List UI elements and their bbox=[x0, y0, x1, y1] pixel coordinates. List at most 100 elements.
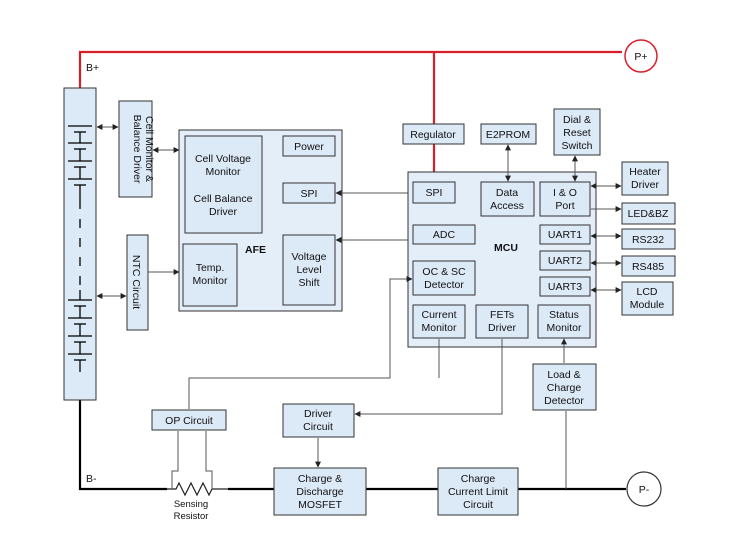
svg-text:E2PROM: E2PROM bbox=[486, 129, 530, 141]
svg-text:Data: Data bbox=[496, 187, 518, 199]
svg-text:Current: Current bbox=[421, 309, 456, 321]
mcu-fets-driver: FETs Driver bbox=[475, 304, 529, 339]
heater-driver: Heater Driver bbox=[621, 161, 669, 196]
svg-text:Switch: Switch bbox=[562, 140, 593, 152]
svg-text:Driver: Driver bbox=[488, 322, 517, 334]
fets-to-driver-link bbox=[354, 339, 503, 417]
svg-text:Dial &: Dial & bbox=[563, 114, 591, 126]
svg-text:Status: Status bbox=[549, 309, 579, 321]
afe-spi: SPI bbox=[282, 182, 336, 204]
battery-stack bbox=[63, 87, 97, 401]
svg-text:Regulator: Regulator bbox=[410, 129, 456, 141]
op-to-oc-sc-link bbox=[188, 276, 413, 409]
rs485: RS485 bbox=[621, 255, 676, 277]
afe-cell-block: Cell Voltage Monitor Cell Balance Driver bbox=[184, 135, 263, 234]
svg-text:OC & SC: OC & SC bbox=[422, 266, 466, 278]
svg-text:RS232: RS232 bbox=[632, 234, 664, 246]
svg-text:Monitor: Monitor bbox=[205, 166, 241, 178]
svg-text:Temp.: Temp. bbox=[196, 262, 225, 274]
cell-monitor-block: Cell Monitor & Balance Driver bbox=[118, 100, 155, 198]
svg-text:Monitor: Monitor bbox=[546, 322, 582, 334]
pplus-terminal: P+ bbox=[624, 39, 658, 73]
mcu-title: MCU bbox=[494, 242, 518, 254]
op-circuit: OP Circuit bbox=[151, 409, 227, 431]
svg-text:Heater: Heater bbox=[629, 166, 661, 178]
svg-text:Resistor: Resistor bbox=[174, 511, 209, 522]
svg-text:ADC: ADC bbox=[433, 229, 456, 241]
svg-text:Voltage: Voltage bbox=[291, 251, 326, 263]
mcu-adc: ADC bbox=[412, 224, 476, 245]
dial-reset-switch: Dial & Reset Switch bbox=[553, 108, 601, 156]
svg-text:Current Limit: Current Limit bbox=[448, 486, 508, 498]
svg-text:MOSFET: MOSFET bbox=[298, 499, 342, 511]
charge-discharge-mosfet: Charge & Discharge MOSFET bbox=[273, 467, 367, 516]
svg-text:Access: Access bbox=[490, 200, 524, 212]
load-charge-detector: Load & Charge Detector bbox=[532, 363, 597, 411]
afe-title: AFE bbox=[245, 244, 266, 256]
svg-text:FETs: FETs bbox=[490, 309, 514, 321]
svg-text:Discharge: Discharge bbox=[296, 486, 343, 498]
bminus-label: B- bbox=[86, 473, 97, 485]
svg-text:Charge: Charge bbox=[547, 382, 582, 394]
svg-text:P+: P+ bbox=[634, 51, 647, 63]
svg-text:Balance Driver: Balance Driver bbox=[131, 115, 143, 184]
afe-temp-monitor: Temp. Monitor bbox=[182, 243, 238, 307]
svg-text:Monitor: Monitor bbox=[192, 275, 228, 287]
svg-text:Cell Voltage: Cell Voltage bbox=[195, 153, 251, 165]
svg-text:Shift: Shift bbox=[298, 277, 319, 289]
svg-text:UART3: UART3 bbox=[548, 281, 582, 293]
svg-text:Module: Module bbox=[630, 299, 665, 311]
svg-text:Cell Monitor &: Cell Monitor & bbox=[143, 116, 155, 182]
svg-text:Reset: Reset bbox=[563, 127, 591, 139]
mcu-uart2: UART2 bbox=[539, 250, 591, 271]
mcu-uart1: UART1 bbox=[539, 224, 591, 245]
svg-text:Sensing: Sensing bbox=[174, 499, 208, 510]
bplus-label: B+ bbox=[86, 62, 99, 74]
svg-text:LED&BZ: LED&BZ bbox=[628, 208, 669, 220]
svg-text:Charge: Charge bbox=[461, 473, 496, 485]
mcu-uart3: UART3 bbox=[539, 276, 591, 297]
pminus-terminal: P- bbox=[626, 471, 662, 507]
sensing-resistor: Sensing Resistor bbox=[167, 431, 228, 522]
svg-text:NTC Circuit: NTC Circuit bbox=[130, 255, 142, 309]
bplus-rail bbox=[78, 50, 622, 135]
svg-text:SPI: SPI bbox=[301, 188, 318, 200]
svg-text:Circuit: Circuit bbox=[303, 421, 333, 433]
svg-text:SPI: SPI bbox=[426, 187, 443, 199]
svg-text:UART1: UART1 bbox=[548, 229, 582, 241]
svg-text:UART2: UART2 bbox=[548, 255, 582, 267]
svg-text:I & O: I & O bbox=[553, 187, 577, 199]
svg-text:Driver: Driver bbox=[631, 179, 660, 191]
afe-level-shift: Voltage Level Shift bbox=[282, 234, 336, 306]
led-bz: LED&BZ bbox=[621, 202, 676, 225]
lcd-module: LCD Module bbox=[621, 281, 674, 316]
svg-text:Monitor: Monitor bbox=[421, 322, 457, 334]
svg-text:Detector: Detector bbox=[544, 395, 584, 407]
svg-text:Level: Level bbox=[296, 264, 321, 276]
mcu-io-port: I & O Port bbox=[539, 181, 591, 217]
svg-text:OP Circuit: OP Circuit bbox=[165, 415, 213, 427]
svg-text:Driver: Driver bbox=[209, 206, 238, 218]
mcu-status-monitor: Status Monitor bbox=[537, 304, 591, 339]
svg-text:Cell Balance: Cell Balance bbox=[194, 193, 253, 205]
mcu-oc-sc-detector: OC & SC Detector bbox=[412, 260, 476, 296]
svg-text:Port: Port bbox=[555, 200, 574, 212]
e2prom-block: E2PROM bbox=[480, 123, 537, 145]
driver-circuit: Driver Circuit bbox=[282, 403, 355, 438]
rs232: RS232 bbox=[621, 228, 676, 250]
mcu-data-access: Data Access bbox=[480, 181, 535, 217]
svg-text:Charge &: Charge & bbox=[298, 473, 342, 485]
svg-text:RS485: RS485 bbox=[632, 261, 664, 273]
mcu-spi: SPI bbox=[412, 181, 456, 204]
svg-text:Detector: Detector bbox=[424, 279, 464, 291]
regulator-block: Regulator bbox=[402, 123, 465, 145]
mcu-current-monitor: Current Monitor bbox=[412, 304, 466, 339]
svg-text:LCD: LCD bbox=[636, 286, 657, 298]
svg-text:Load &: Load & bbox=[547, 369, 580, 381]
ntc-block: NTC Circuit bbox=[126, 234, 149, 331]
svg-text:P-: P- bbox=[639, 484, 650, 496]
charge-current-limit: Charge Current Limit Circuit bbox=[437, 467, 519, 516]
afe-power: Power bbox=[282, 135, 336, 157]
svg-text:Driver: Driver bbox=[304, 408, 333, 420]
